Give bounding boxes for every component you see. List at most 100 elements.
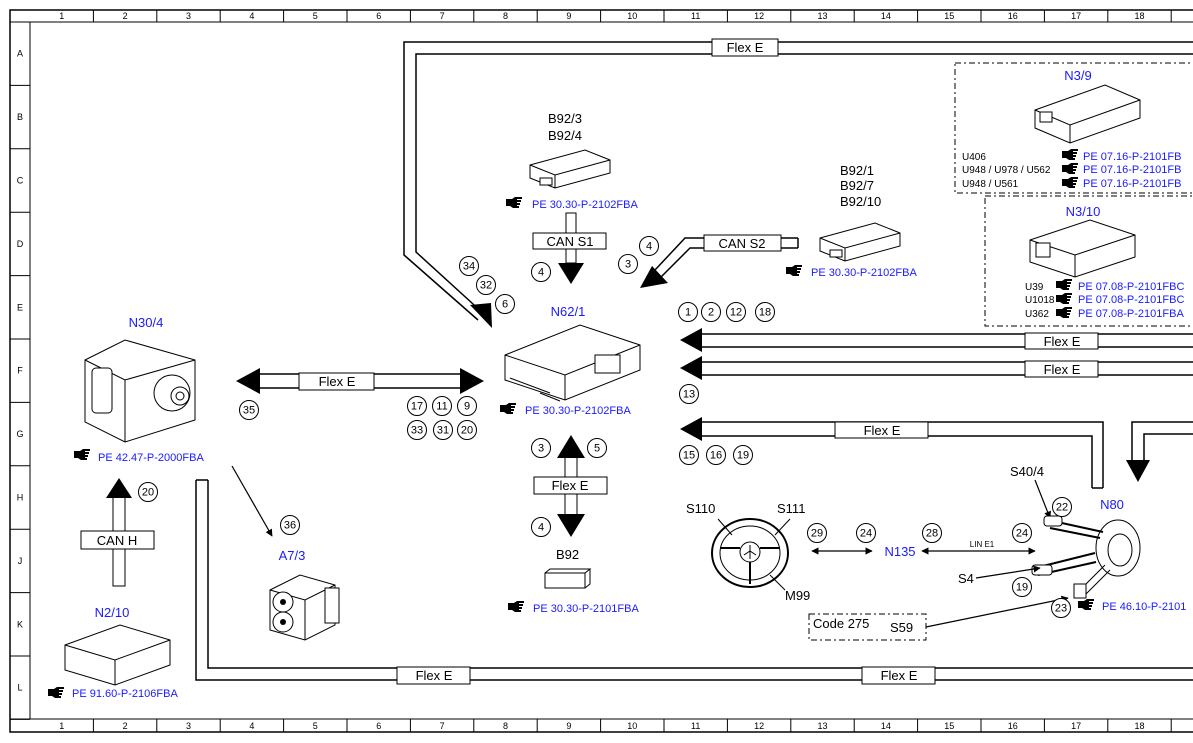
sensor-icon (819, 222, 901, 262)
svg-text:Flex E: Flex E (727, 40, 764, 55)
grid-col-label: 18 (1134, 11, 1144, 21)
grid-col-label: 4 (249, 721, 254, 731)
flex-e-n80-down (1131, 421, 1193, 460)
svg-text:U948 / U978 / U562: U948 / U978 / U562 (962, 165, 1051, 176)
n135-group: N135 LIN E1 (811, 540, 1036, 559)
callout-circle: 34 (459, 256, 479, 276)
flex-e-label-bottom-1: Flex E (396, 666, 471, 685)
grid-col-label: 3 (186, 721, 191, 731)
flex-e-label-top: Flex E (711, 38, 779, 57)
svg-text:Flex E: Flex E (1044, 362, 1081, 377)
callout-number: 18 (759, 307, 771, 319)
svg-text:PE 42.47-P-2000FBA: PE 42.47-P-2000FBA (98, 452, 204, 464)
svg-text:Flex E: Flex E (1044, 334, 1081, 349)
callout-circle: 11 (432, 396, 452, 416)
arrow-to-a7-3 (231, 465, 273, 537)
code-275-group: Code 275 S59 (808, 595, 1069, 641)
svg-text:Flex E: Flex E (319, 374, 356, 389)
callout-circle: 28 (922, 523, 942, 543)
callout-circle: 3 (618, 254, 638, 274)
grid-col-label: 6 (376, 11, 381, 21)
grid-col-label: 5 (313, 721, 318, 731)
grid-col-label: 9 (566, 11, 571, 21)
callout-number: 11 (436, 401, 447, 413)
callout-circle: 1 (678, 302, 698, 322)
valve-unit-icon (269, 574, 340, 641)
callout-circle: 23 (1051, 598, 1071, 618)
steering-wheel-icon (711, 518, 789, 588)
control-unit-icon (64, 624, 171, 686)
n62-1-label: N62/1 (551, 304, 586, 319)
svg-text:PE 30.30-P-2102FBA: PE 30.30-P-2102FBA (532, 199, 638, 211)
can-s1-link: CAN S1 (532, 212, 607, 284)
svg-text:PE 30.30-P-2102FBA: PE 30.30-P-2102FBA (811, 267, 917, 279)
svg-text:Code 275: Code 275 (813, 616, 869, 631)
callout-number: 4 (646, 241, 652, 253)
grid-row-label: E (17, 302, 23, 312)
grid-col-label: 10 (627, 721, 637, 731)
callout-number: 28 (926, 528, 938, 540)
svg-text:CAN S1: CAN S1 (547, 234, 594, 249)
grid-col-label: 13 (817, 721, 827, 731)
svg-text:B92/7: B92/7 (840, 178, 874, 193)
svg-text:B92/3: B92/3 (548, 111, 582, 126)
callout-circle: 31 (433, 420, 453, 440)
callout-number: 20 (461, 425, 473, 437)
callout-circle: 33 (407, 420, 427, 440)
svg-text:S59: S59 (890, 620, 913, 635)
callout-number: 33 (411, 425, 423, 437)
svg-text:PE 30.30-P-2101FBA: PE 30.30-P-2101FBA (533, 603, 639, 615)
svg-text:U362: U362 (1025, 309, 1049, 320)
callout-number: 24 (1016, 528, 1028, 540)
svg-text:CAN H: CAN H (97, 533, 137, 548)
callout-number: 19 (737, 450, 749, 462)
grid-row-label: L (17, 683, 22, 693)
n3-10-group: N3/10 U39 U1018 U362 PE 07.08-P-2101FBC … (984, 195, 1193, 327)
svg-text:PE 07.08-P-2101FBC: PE 07.08-P-2101FBC (1078, 294, 1184, 306)
grid-row-label: K (17, 619, 23, 629)
svg-text:PE 07.08-P-2101FBA: PE 07.08-P-2101FBA (1078, 308, 1184, 320)
control-unit-icon (504, 324, 641, 402)
b92-3-group: B92/3 B92/4 PE 30.30-P-2102FBA (506, 111, 638, 211)
grid-col-label: 2 (123, 11, 128, 21)
callout-circle: 2 (701, 302, 721, 322)
callout-circle: 29 (807, 523, 827, 543)
svg-text:Flex E: Flex E (864, 423, 901, 438)
callout-number: 24 (860, 528, 872, 540)
grid-col-label: 13 (817, 11, 827, 21)
svg-text:U406: U406 (962, 152, 986, 163)
n135-label: N135 (884, 544, 915, 559)
grid-col-label: 17 (1071, 721, 1081, 731)
grid-row-label: C (17, 176, 24, 186)
svg-text:B92/1: B92/1 (840, 163, 874, 178)
flex-e-right-1 (700, 333, 1193, 348)
grid-row-label: A (17, 49, 23, 59)
callout-circle: 4 (531, 517, 551, 537)
svg-text:PE 91.60-P-2106FBA: PE 91.60-P-2106FBA (72, 688, 178, 700)
svg-text:PE 46.10-P-2101: PE 46.10-P-2101 (1102, 601, 1186, 613)
flex-e-b92-link: Flex E (533, 435, 608, 537)
svg-text:S4: S4 (958, 571, 974, 586)
callout-number: 9 (464, 401, 470, 413)
svg-text:M99: M99 (785, 588, 810, 603)
arrow-down-n80 (1126, 460, 1150, 482)
grid-col-label: 18 (1134, 721, 1144, 731)
hydraulic-unit-icon (84, 339, 196, 443)
n3-10-label: N3/10 (1066, 204, 1101, 219)
can-s2-link: CAN S2 (640, 234, 799, 288)
callout-number: 3 (625, 259, 631, 271)
callout-circle: 9 (457, 396, 477, 416)
flex-e-label-right-2: Flex E (1024, 360, 1099, 378)
grid-col-label: 8 (503, 11, 508, 21)
n30-4-group: N30/4 PE 42.47-P-2000FBA (74, 315, 204, 464)
callout-circle: 19 (1012, 577, 1032, 597)
arrow-flex-e-3 (680, 417, 702, 441)
callout-number: 16 (710, 450, 722, 462)
steering-wheel-group: S110 S111 M99 (686, 501, 810, 603)
b92-1-group: B92/1 B92/7 B92/10 PE 30.30-P-2102FBA (786, 163, 917, 279)
n2-10-group: N2/10 PE 91.60-P-2106FBA (48, 605, 178, 700)
svg-text:U948 / U561: U948 / U561 (962, 179, 1019, 190)
grid-col-label: 16 (1008, 11, 1018, 21)
grid-col-label: 4 (249, 11, 254, 21)
